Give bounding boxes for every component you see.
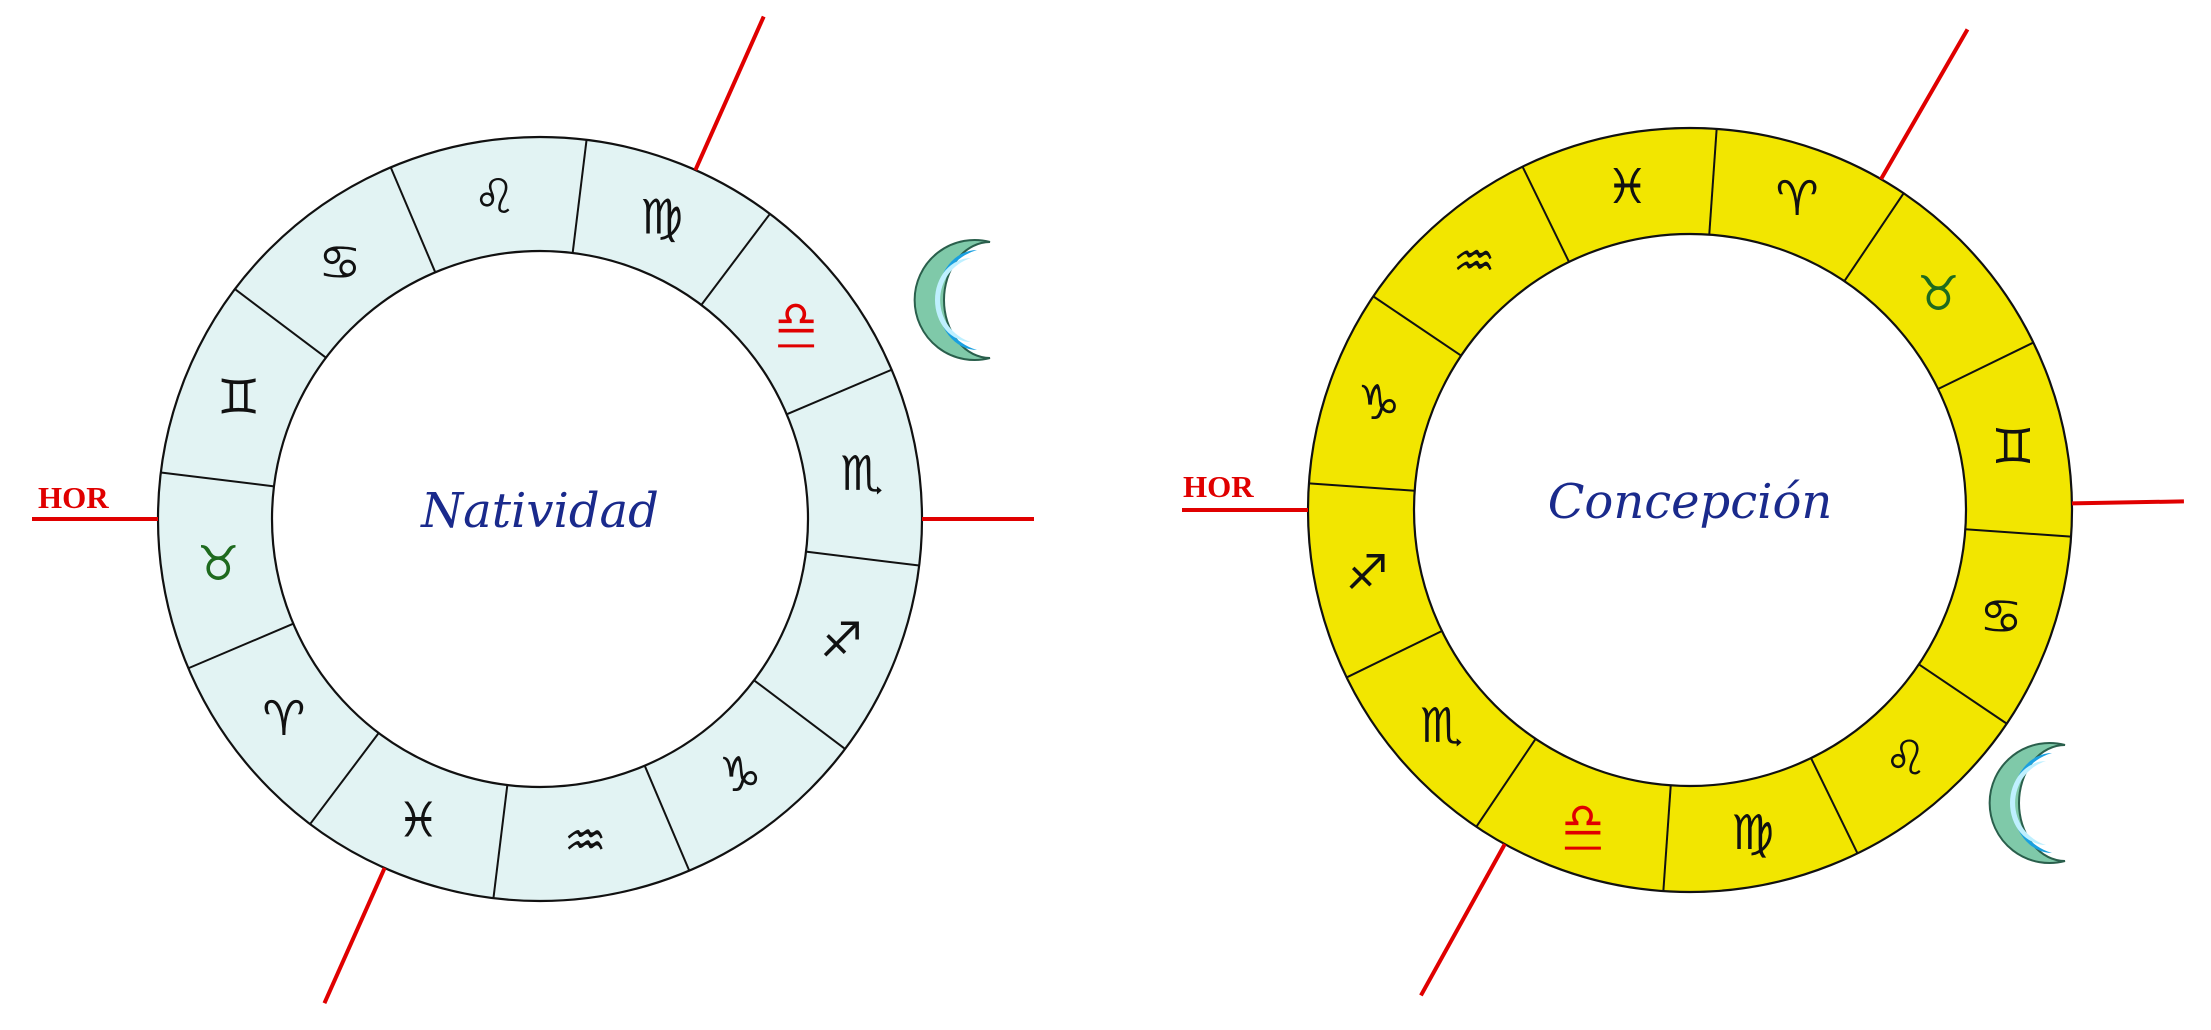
sector-divider xyxy=(492,784,509,899)
zodiac-sign-glyph: ♋︎ xyxy=(1980,589,2023,645)
sector-divider xyxy=(1918,663,2008,725)
wheel-natividad: ♌︎ ♋︎ ♊︎ ♉︎ ♈︎ ♓︎ ♒︎ ♑︎ ♐︎ ♏︎ ♎︎ ♍︎ Natividad HOR xyxy=(32,15,1034,1004)
axis-line xyxy=(693,15,766,171)
sector-divider xyxy=(753,679,846,750)
zodiac-sign-glyph: ♋︎ xyxy=(318,235,361,291)
axis-line xyxy=(1879,28,1970,181)
zodiac-sign-glyph: ♒︎ xyxy=(1453,234,1496,290)
wheel-title: Concepción xyxy=(1548,474,1833,530)
zodiac-sign-glyph: ♓︎ xyxy=(1606,159,1649,215)
sector-divider xyxy=(389,166,437,273)
zodiac-sign-glyph: ♍︎ xyxy=(1731,805,1774,861)
sector-divider xyxy=(309,732,380,825)
zodiac-sign-glyph: ♎︎ xyxy=(1561,793,1604,849)
zodiac-sign-glyph: ♌︎ xyxy=(473,169,516,225)
zodiac-sign-glyph: ♏︎ xyxy=(840,446,883,502)
sector-divider xyxy=(187,622,294,670)
sector-divider xyxy=(700,213,771,306)
zodiac-sign-glyph: ♐︎ xyxy=(820,613,863,669)
sector-divider xyxy=(1937,341,2034,390)
wheel-concepcion: ♓︎ ♒︎ ♑︎ ♐︎ ♏︎ ♎︎ ♍︎ ♌︎ ♋︎ ♊︎ ♉︎ ♈︎ Concepción HOR xyxy=(1182,28,2184,997)
sector-divider xyxy=(1372,295,1462,357)
horizon-label: HOR xyxy=(38,480,109,515)
sector-divider xyxy=(1521,166,1570,263)
sector-divider xyxy=(1475,738,1537,828)
sector-divider xyxy=(1346,630,1443,679)
sector-divider xyxy=(1965,528,2072,538)
wheel-inner-circle xyxy=(270,249,810,789)
zodiac-sign-glyph: ♎︎ xyxy=(775,291,818,347)
sector-divider xyxy=(805,550,920,567)
sector-divider xyxy=(643,765,691,872)
wheel-inner-circle xyxy=(1412,232,1968,788)
zodiac-sign-glyph: ♒︎ xyxy=(564,813,607,869)
crescent-moon-icon xyxy=(913,239,991,361)
axis-line xyxy=(1419,843,1507,997)
moon-inner xyxy=(2010,761,2046,845)
axis-line xyxy=(2071,499,2184,506)
zodiac-sign-glyph: ♊︎ xyxy=(217,369,260,425)
zodiac-sign-glyph: ♈︎ xyxy=(262,691,305,747)
moon-outer xyxy=(1988,742,2066,864)
moon-inner xyxy=(935,258,971,342)
zodiac-sign-glyph: ♈︎ xyxy=(1776,171,1819,227)
axis-line xyxy=(322,867,387,1004)
sector-divider xyxy=(786,368,893,416)
zodiac-sign-glyph: ♑︎ xyxy=(719,747,762,803)
sector-divider xyxy=(571,139,588,254)
zodiac-sign-glyph: ♑︎ xyxy=(1357,375,1400,431)
zodiac-sign-glyph: ♊︎ xyxy=(1991,419,2034,475)
sector-divider xyxy=(1708,128,1718,235)
sector-divider xyxy=(160,471,275,488)
zodiac-sign-glyph: ♉︎ xyxy=(1917,266,1960,322)
crescent-moon-icon xyxy=(1988,742,2066,864)
wheel-title: Natividad xyxy=(420,483,659,539)
zodiac-sign-glyph: ♉︎ xyxy=(197,536,240,592)
zodiac-sign-glyph: ♌︎ xyxy=(1884,730,1927,786)
zodiac-sign-glyph: ♍︎ xyxy=(640,190,683,246)
horizon-label: HOR xyxy=(1183,469,1254,504)
sector-divider xyxy=(1843,192,1905,282)
zodiac-sign-glyph: ♐︎ xyxy=(1346,545,1389,601)
moon-outer xyxy=(913,239,991,361)
sector-divider xyxy=(1308,482,1415,492)
sector-divider xyxy=(234,288,327,359)
zodiac-sign-glyph: ♏︎ xyxy=(1420,698,1463,754)
zodiac-sign-glyph: ♓︎ xyxy=(397,792,440,848)
sector-divider xyxy=(1810,757,1859,854)
sector-divider xyxy=(1662,785,1672,892)
